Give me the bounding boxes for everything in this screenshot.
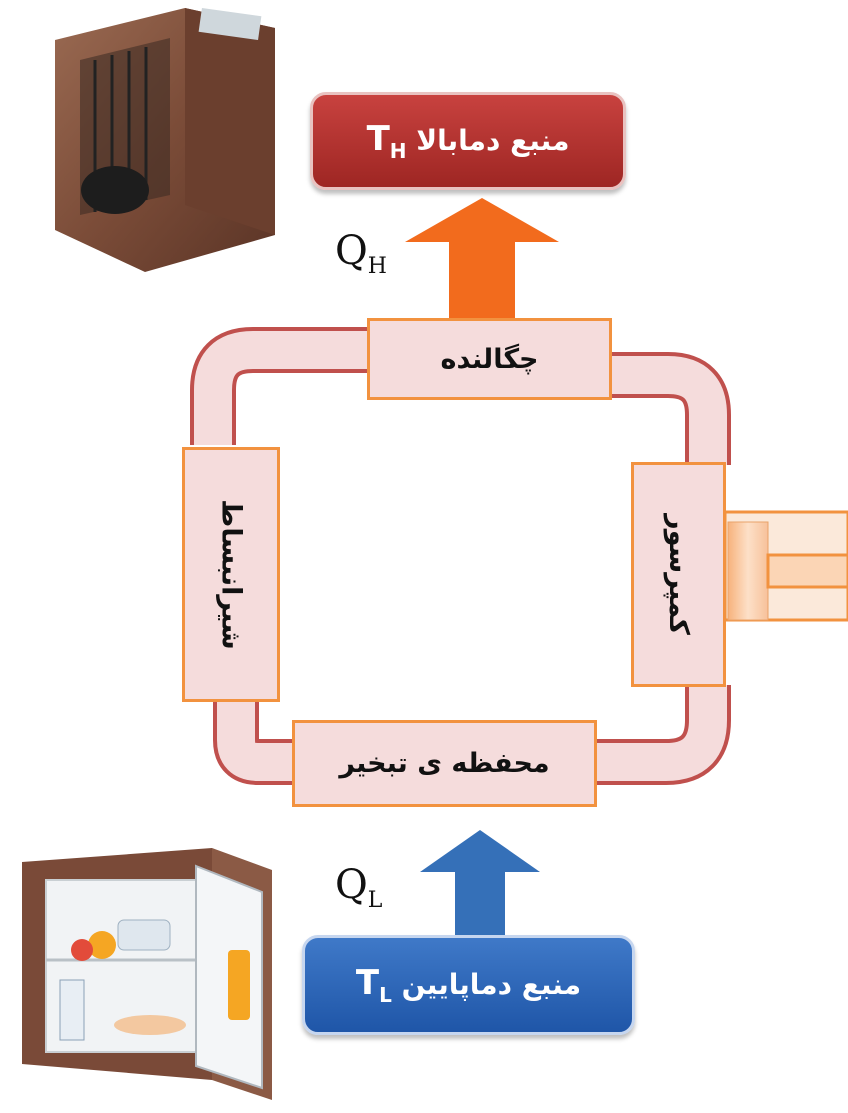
hot-reservoir-box: منبع دمابالا TH: [310, 92, 626, 190]
refrigerant-pipe: [190, 327, 731, 785]
cold-reservoir-text: منبع دماپایین: [401, 968, 582, 1002]
condenser-label: چگالنده: [440, 343, 539, 375]
heat-rejected-letter: Q: [335, 228, 368, 274]
compressor-piston: [723, 510, 848, 622]
hot-reservoir-label: منبع دمابالا TH: [367, 119, 570, 163]
expansion-valve-label: شیرانبساط: [215, 499, 247, 650]
condenser-box: چگالنده: [367, 318, 612, 400]
evaporator-box: محفظه ی تبخیر: [292, 720, 597, 807]
hot-temperature-subscript: H: [389, 138, 407, 163]
fridge-open-image: [22, 848, 272, 1100]
heat-absorbed-letter: Q: [335, 862, 368, 908]
cold-reservoir-label: منبع دماپایین TL: [356, 963, 581, 1007]
fridge-back-image: [55, 7, 275, 272]
hot-temperature-letter: T: [366, 119, 390, 160]
heat-rejected-label: QH: [335, 228, 387, 279]
heat-rejected-arrow: [405, 198, 559, 320]
heat-absorbed-subscript: L: [367, 888, 383, 913]
cold-temperature-letter: T: [355, 963, 380, 1004]
compressor-box: کمپرسور: [631, 462, 726, 687]
heat-rejected-subscript: H: [367, 254, 387, 279]
heat-absorbed-label: QL: [335, 862, 382, 913]
expansion-valve-box: شیرانبساط: [182, 447, 280, 702]
cold-reservoir-box: منبع دماپایین TL: [302, 935, 635, 1035]
evaporator-label: محفظه ی تبخیر: [339, 748, 550, 779]
heat-absorbed-arrow: [420, 830, 540, 938]
hot-temperature-symbol: TH: [367, 119, 407, 163]
cold-temperature-subscript: L: [379, 982, 392, 1007]
hot-reservoir-text: منبع دمابالا: [416, 124, 570, 158]
compressor-label: کمپرسور: [663, 514, 694, 635]
cold-temperature-symbol: TL: [356, 963, 392, 1007]
